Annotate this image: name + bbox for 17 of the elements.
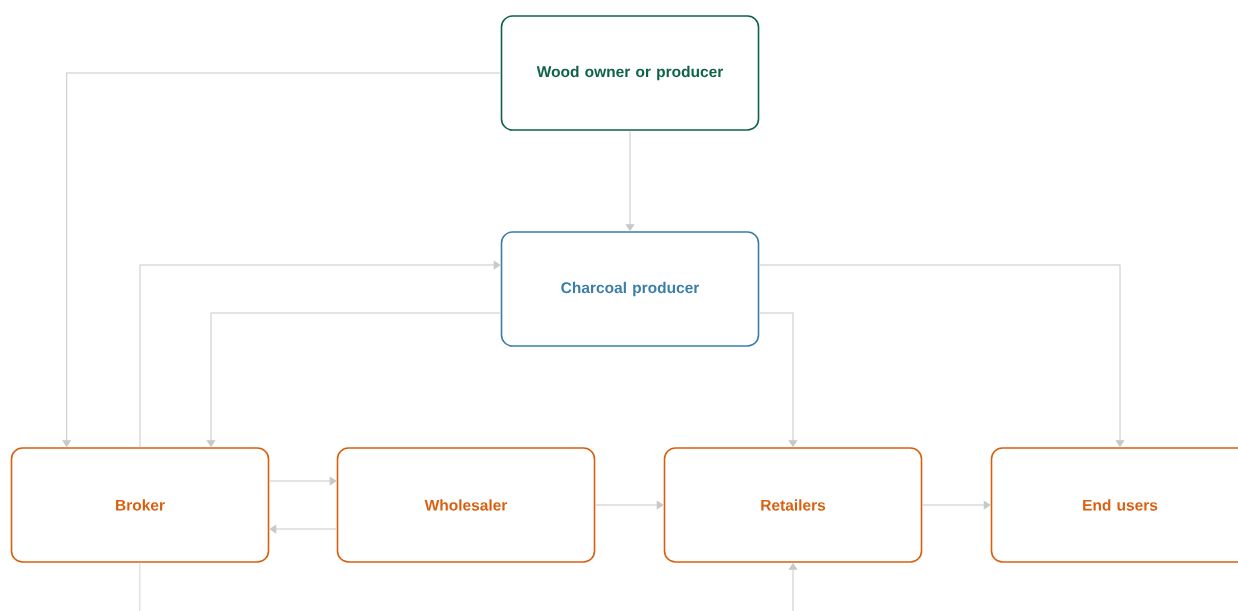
process-box: Wood owner or producer bbox=[500, 15, 760, 131]
process-box: Wholesaler bbox=[336, 447, 596, 563]
process-box: Retailers bbox=[663, 447, 923, 563]
arrow bbox=[139, 260, 501, 448]
arrow bbox=[758, 264, 1125, 447]
arrow bbox=[269, 524, 338, 534]
process-box: End users bbox=[990, 447, 1238, 563]
arrow bbox=[62, 72, 502, 447]
arrow bbox=[921, 500, 991, 510]
arrow bbox=[594, 500, 664, 510]
arrow bbox=[206, 312, 502, 447]
arrow bbox=[625, 130, 635, 231]
arrow bbox=[788, 563, 798, 611]
process-box: Broker bbox=[10, 447, 270, 563]
arrow bbox=[268, 476, 337, 486]
arrow bbox=[758, 312, 798, 447]
process-box: Charcoal producer bbox=[500, 231, 760, 347]
